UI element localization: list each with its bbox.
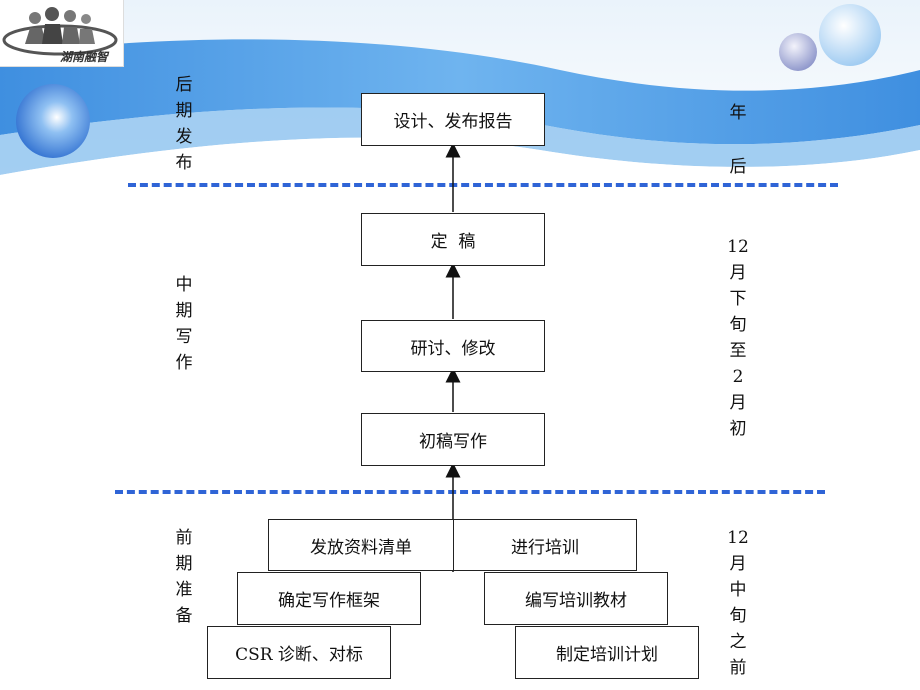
phase-label-early: 前期准备 xyxy=(175,528,193,626)
timeline-label-mid: 12月下旬至2月初 xyxy=(727,237,749,439)
box-publish-report: 设计、发布报告 xyxy=(361,93,545,146)
box-csr-diagnosis: CSR 诊断、对标 xyxy=(207,626,391,679)
timeline-label-early: 12月中旬之前 xyxy=(727,528,749,678)
box-distribute-list: 发放资料清单 xyxy=(268,519,454,571)
phase-label-mid: 中期写作 xyxy=(175,275,193,373)
box-conduct-training: 进行培训 xyxy=(453,519,637,571)
box-write-materials: 编写培训教材 xyxy=(484,572,668,625)
box-training-plan: 制定培训计划 xyxy=(515,626,699,679)
phase-label-late: 后期发布 xyxy=(175,75,193,173)
logo-mark-icon xyxy=(2,7,118,56)
box-draft: 初稿写作 xyxy=(361,413,545,466)
separator-lower xyxy=(115,490,825,494)
separator-upper xyxy=(128,183,838,187)
timeline-label-late: 年后 xyxy=(729,103,747,177)
box-define-framework: 确定写作框架 xyxy=(237,572,421,625)
company-logo: 湖南融智 xyxy=(0,0,124,67)
logo-text: 湖南融智 xyxy=(60,50,109,64)
box-revise: 研讨、修改 xyxy=(361,320,545,372)
box-finalize: 定 稿 xyxy=(361,213,545,266)
